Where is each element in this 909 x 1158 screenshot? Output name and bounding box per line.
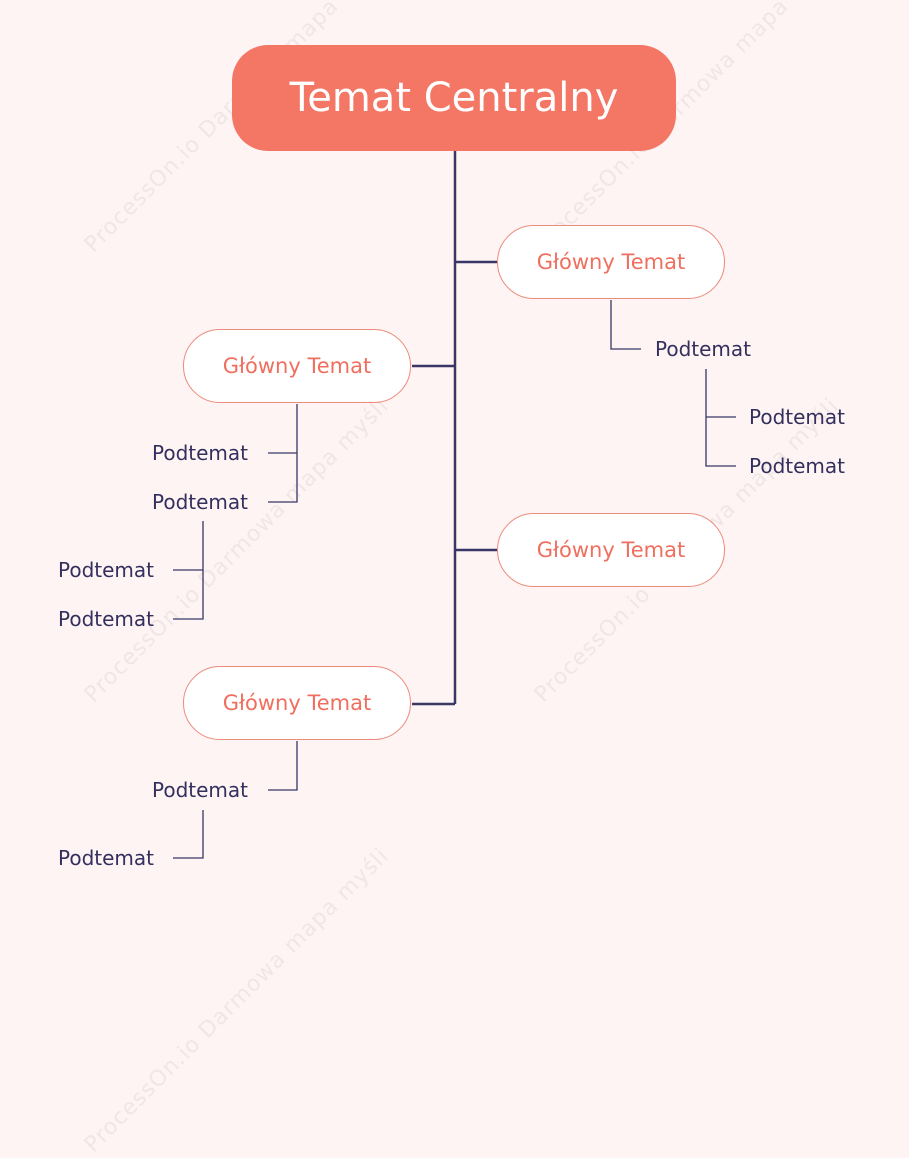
subtopic[interactable]: Podtemat xyxy=(58,558,155,582)
main-topic-right-top[interactable]: Główny Temat xyxy=(497,225,725,299)
subtopic[interactable]: Podtemat xyxy=(655,337,752,361)
sub-connector xyxy=(705,369,736,467)
sub-connector xyxy=(173,810,204,859)
subtopic[interactable]: Podtemat xyxy=(152,441,249,465)
subtopic[interactable]: Podtemat xyxy=(152,490,249,514)
sub-connector xyxy=(268,741,298,791)
main-topic-left-top[interactable]: Główny Temat xyxy=(183,329,411,403)
sub-connector xyxy=(268,404,298,503)
sub-connector xyxy=(173,521,204,620)
main-topic-left-bottom[interactable]: Główny Temat xyxy=(183,666,411,740)
subtopic[interactable]: Podtemat xyxy=(152,778,249,802)
subtopic[interactable]: Podtemat xyxy=(749,405,846,429)
subtopic[interactable]: Podtemat xyxy=(749,454,846,478)
connector-lines xyxy=(173,151,736,859)
mind-map-canvas: ProcessOn.io Darmowa mapa myśli ProcessO… xyxy=(58,0,846,1158)
subtopic[interactable]: Podtemat xyxy=(58,846,155,870)
sub-connector xyxy=(610,300,641,350)
main-topic-right-bottom[interactable]: Główny Temat xyxy=(497,513,725,587)
central-topic[interactable]: Temat Centralny xyxy=(232,45,676,151)
subtopic[interactable]: Podtemat xyxy=(58,607,155,631)
